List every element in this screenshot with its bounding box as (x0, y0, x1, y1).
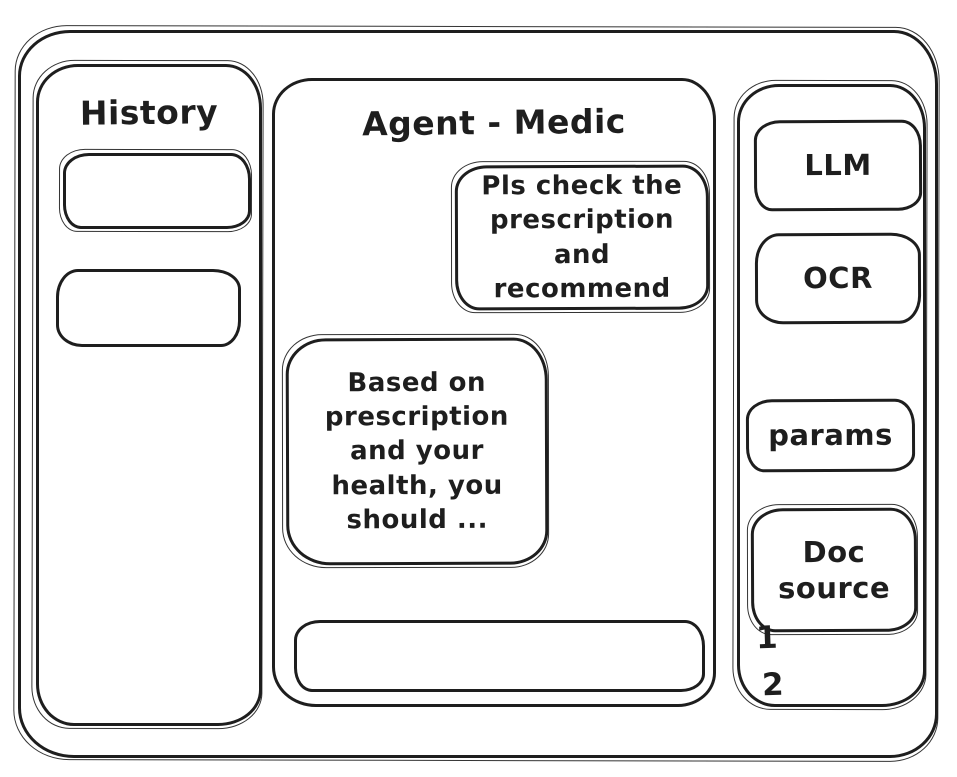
user-message-bubble: Pls check the prescription and recommend (454, 164, 710, 311)
assistant-message-bubble: Based on prescription and your health, y… (285, 337, 549, 566)
tools-sidebar: LLM OCR params Doc source 1 2 (737, 84, 926, 707)
doc-source-button[interactable]: Doc source (750, 507, 918, 633)
history-title: History (79, 92, 219, 133)
ocr-button[interactable]: OCR (754, 232, 922, 325)
history-item[interactable] (63, 153, 251, 229)
llm-button[interactable]: LLM (753, 119, 923, 212)
message-input[interactable] (294, 620, 705, 692)
chat-title: Agent - Medic (361, 101, 627, 144)
chat-panel: Agent - Medic Pls check the prescription… (272, 78, 716, 707)
params-button[interactable]: params (745, 398, 916, 473)
history-item[interactable] (56, 269, 241, 347)
annotation-number-1: 1 (755, 619, 779, 657)
history-sidebar: History (36, 64, 262, 726)
annotation-number-2: 2 (761, 666, 785, 704)
